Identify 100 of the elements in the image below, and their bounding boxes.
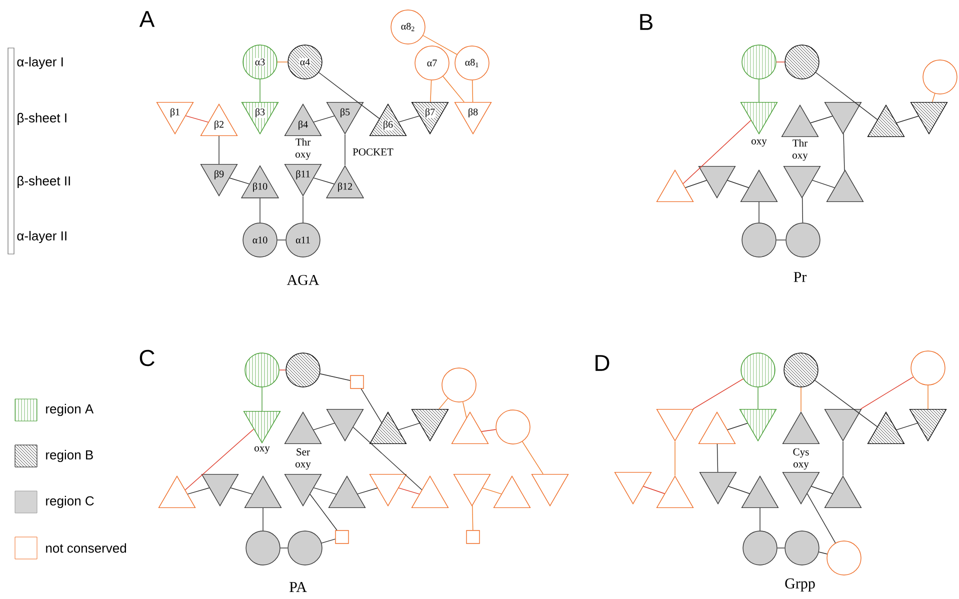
connector-line	[896, 422, 918, 430]
connector-line	[806, 493, 836, 544]
strand-triangle	[824, 408, 862, 442]
connector-line	[430, 80, 432, 102]
strand-triangle	[740, 170, 778, 202]
connector-line	[218, 136, 220, 164]
legend-text: region C	[46, 496, 94, 508]
strand-triangle	[243, 410, 281, 444]
connector-line	[229, 178, 250, 184]
connector-line	[814, 380, 878, 428]
strand-triangle: β2	[200, 104, 238, 136]
layer-label: β-sheet I	[16, 112, 68, 126]
strand-triangle	[326, 408, 364, 442]
helix-circle	[288, 530, 322, 566]
strand-triangle	[909, 408, 947, 442]
strand-triangle	[867, 412, 905, 444]
layer-label: α-layer I	[16, 56, 64, 70]
legend-text: region A	[46, 404, 94, 416]
annotation-text: Ser oxy	[296, 448, 311, 470]
connector-line	[692, 378, 744, 410]
strand-triangle	[782, 412, 820, 444]
helix-circle	[784, 352, 818, 388]
helix-circle	[742, 222, 776, 258]
connector-line	[842, 441, 844, 476]
connector-line	[422, 35, 458, 55]
helix-circle	[740, 352, 776, 388]
strand-triangle: β9	[200, 164, 238, 196]
connector-line	[682, 120, 752, 184]
helix-circle	[244, 352, 280, 388]
connector-line	[522, 441, 544, 474]
connector-line	[815, 72, 878, 120]
connector-line	[758, 202, 760, 223]
connector-line	[802, 198, 804, 223]
strand-triangle	[741, 476, 779, 508]
legend-text: not conserved	[46, 543, 126, 553]
strand-triangle	[244, 476, 282, 508]
connector-line	[462, 402, 467, 418]
connector-line	[932, 93, 936, 102]
layer-label: α-layer II	[16, 230, 68, 244]
strand-triangle	[698, 412, 736, 444]
annotation-text: POCKET	[352, 148, 394, 156]
small-square	[466, 530, 480, 544]
strand-triangle	[826, 170, 864, 202]
strand-triangle: β5	[326, 102, 364, 134]
annotation-text: oxy	[254, 446, 270, 454]
strand-triangle	[656, 476, 694, 508]
connector-line	[398, 488, 420, 494]
connector-line	[481, 429, 496, 432]
strand-triangle	[411, 476, 449, 508]
strand-triangle: β11	[284, 164, 322, 196]
strand-triangle	[824, 476, 862, 508]
connector-line	[185, 115, 209, 122]
connector-line	[728, 486, 750, 494]
connector-line	[727, 180, 749, 188]
connector-line	[810, 116, 833, 124]
strand-triangle	[369, 412, 407, 444]
strand-triangle	[369, 474, 407, 506]
connector-line	[230, 488, 253, 494]
helix-circle	[742, 44, 776, 80]
connector-line	[896, 116, 919, 124]
connector-line	[727, 422, 748, 430]
connector-line	[360, 388, 382, 423]
strand-triangle	[328, 476, 366, 508]
strand-triangle: β7	[411, 102, 449, 134]
strand-triangle	[740, 102, 778, 134]
strand-triangle: β4	[284, 104, 322, 136]
strand-triangle: β3	[241, 102, 279, 134]
connector-line	[818, 552, 828, 554]
connector-line	[812, 180, 835, 188]
panel-letter: D	[593, 354, 611, 372]
strand-triangle	[531, 474, 569, 506]
legend-text: region B	[46, 450, 93, 462]
connector-line	[860, 376, 914, 410]
connector-line	[800, 387, 802, 412]
panel-title: Pr	[792, 272, 808, 282]
helix-circle	[784, 44, 820, 80]
helix-circle	[496, 410, 530, 444]
connector-line	[320, 373, 350, 381]
strand-triangle: β6	[369, 104, 407, 136]
strand-triangle	[867, 104, 905, 138]
panel-letter: C	[138, 349, 156, 367]
connector-line	[187, 488, 210, 494]
helix-circle	[826, 540, 862, 576]
strand-triangle	[493, 476, 531, 508]
small-square	[335, 530, 349, 544]
annotation-text: Cys oxy	[793, 448, 809, 470]
helix-circle	[922, 60, 958, 94]
connector-line	[321, 538, 336, 544]
strand-triangle	[451, 412, 489, 444]
connector-line	[758, 79, 760, 102]
connector-line	[313, 178, 334, 184]
connector-line	[472, 80, 474, 102]
strand-triangle: β1	[156, 102, 194, 134]
connector-line	[184, 428, 254, 490]
panel-letter: A	[138, 10, 156, 28]
connector-line	[313, 116, 335, 122]
connector-line	[442, 76, 464, 102]
strand-triangle	[656, 408, 694, 442]
connector-line	[310, 494, 338, 530]
strand-triangle	[698, 166, 736, 198]
